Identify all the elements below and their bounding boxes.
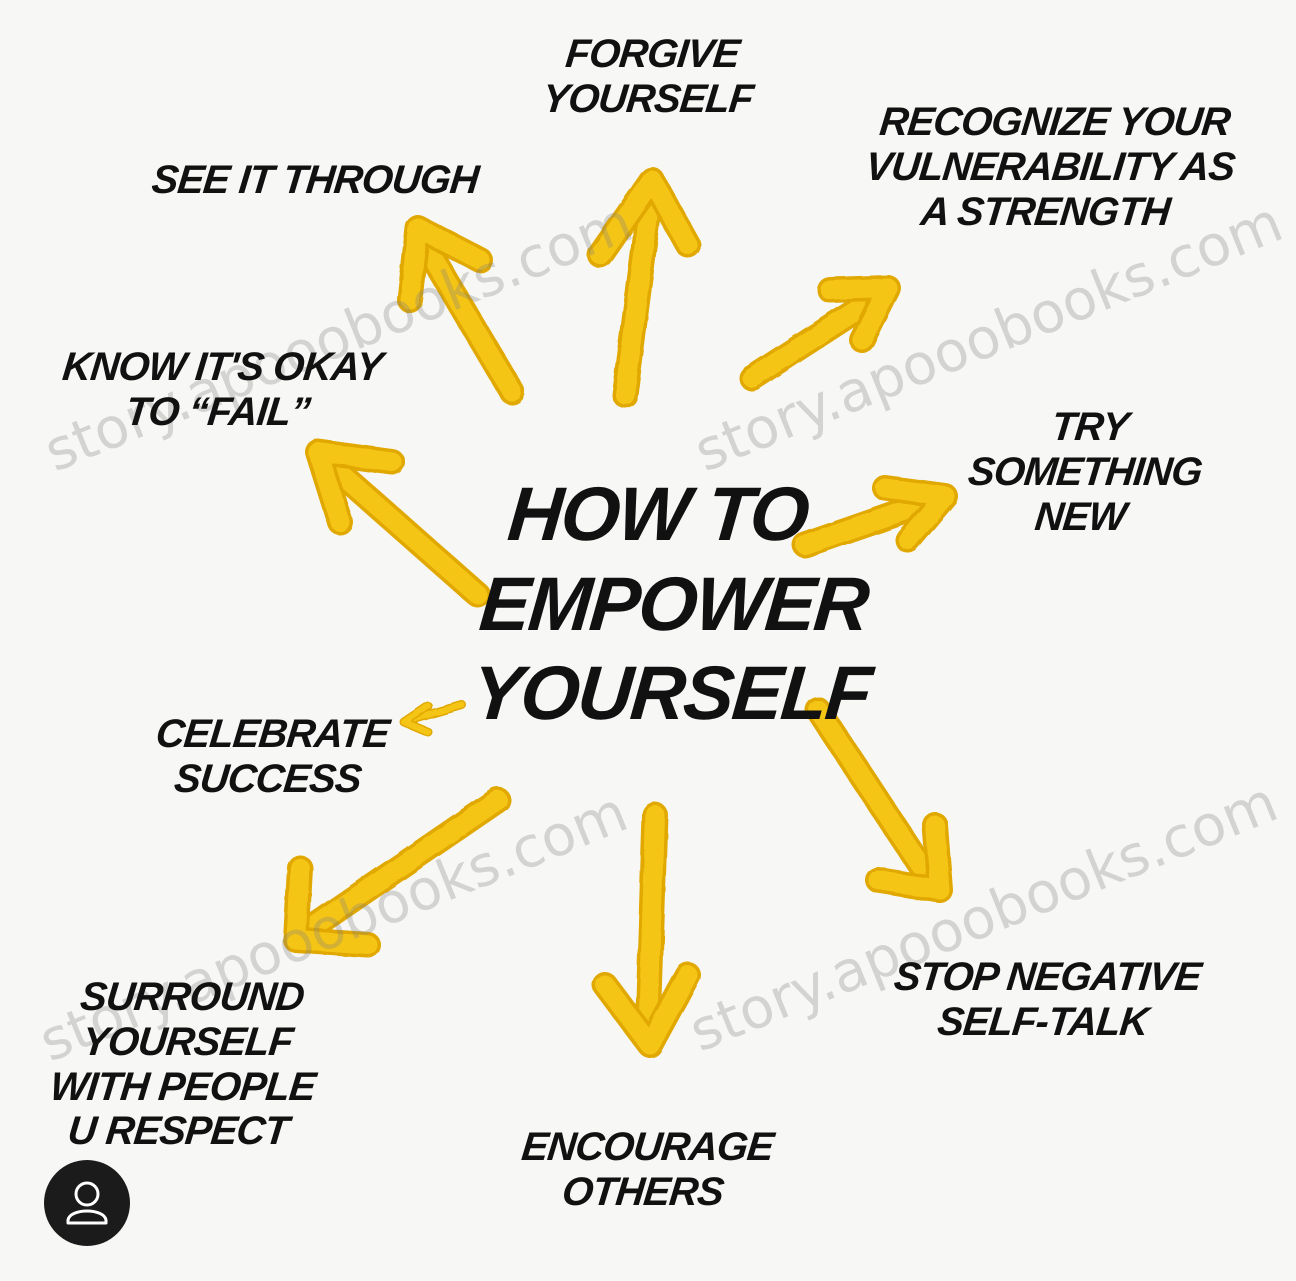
node-see-it-through: SEE IT THROUGH — [138, 158, 493, 203]
node-encourage-others: ENCOURAGE OTHERS — [510, 1125, 779, 1215]
node-line: SELF-TALK — [935, 999, 1151, 1044]
arrow-to-recognize-vulnerability — [739, 275, 901, 391]
arrow-to-try-something-new — [792, 475, 958, 558]
node-line: TRY — [1049, 405, 1131, 449]
center-title-line: YOURSELF — [468, 651, 874, 737]
person-icon — [66, 1181, 108, 1225]
node-line: KNOW IT'S OKAY — [60, 345, 385, 389]
node-try-something-new: TRY SOMETHING NEW — [958, 405, 1212, 539]
node-line: TO “FAIL” — [123, 389, 312, 434]
node-line: STOP NEGATIVE — [891, 955, 1203, 999]
node-line: WITH PEOPLE — [48, 1064, 318, 1109]
node-forgive-yourself: FORGIVE YOURSELF — [540, 32, 759, 122]
center-title-line: HOW TO — [504, 472, 812, 557]
node-line: RECOGNIZE YOUR — [877, 100, 1232, 144]
node-line: YOURSELF — [540, 76, 755, 121]
node-line: U RESPECT — [65, 1109, 291, 1154]
node-line: FORGIVE — [563, 32, 742, 76]
node-line: A STRENGTH — [918, 189, 1172, 234]
node-line: YOURSELF — [80, 1019, 295, 1064]
node-know-its-okay-to-fail: KNOW IT'S OKAY TO “FAIL” — [55, 345, 384, 435]
node-stop-negative-self-talk: STOP NEGATIVE SELF-TALK — [880, 955, 1209, 1045]
node-celebrate-success: CELEBRATE SUCCESS — [145, 712, 394, 802]
arrow-to-encourage-others — [592, 802, 701, 1058]
user-avatar-icon[interactable] — [44, 1160, 130, 1246]
arrow-to-see-it-through — [397, 215, 525, 405]
node-line: SUCCESS — [172, 756, 364, 801]
node-line: OTHERS — [560, 1169, 726, 1214]
arrow-to-celebrate-success — [399, 700, 467, 737]
center-title: HOW TO EMPOWER YOURSELF — [468, 470, 874, 739]
node-line: SOMETHING — [966, 449, 1204, 494]
node-line: SEE IT THROUGH — [149, 158, 481, 202]
center-title-line: EMPOWER — [476, 561, 871, 647]
node-line: CELEBRATE — [153, 712, 391, 756]
arrow-to-forgive-yourself — [587, 167, 701, 408]
node-line: ENCOURAGE — [519, 1125, 776, 1169]
node-line: NEW — [1032, 494, 1128, 539]
arrow-to-stop-negative-self-talk — [805, 697, 953, 903]
node-recognize-vulnerability: RECOGNIZE YOUR VULNERABILITY AS A STRENG… — [843, 100, 1257, 234]
node-line: SURROUND — [78, 975, 306, 1019]
arrow-to-know-its-okay — [305, 439, 491, 608]
arrow-to-surround-yourself — [283, 787, 511, 958]
node-surround-yourself: SURROUND YOURSELF WITH PEOPLE U RESPECT — [41, 975, 330, 1154]
node-line: VULNERABILITY AS — [863, 144, 1237, 189]
